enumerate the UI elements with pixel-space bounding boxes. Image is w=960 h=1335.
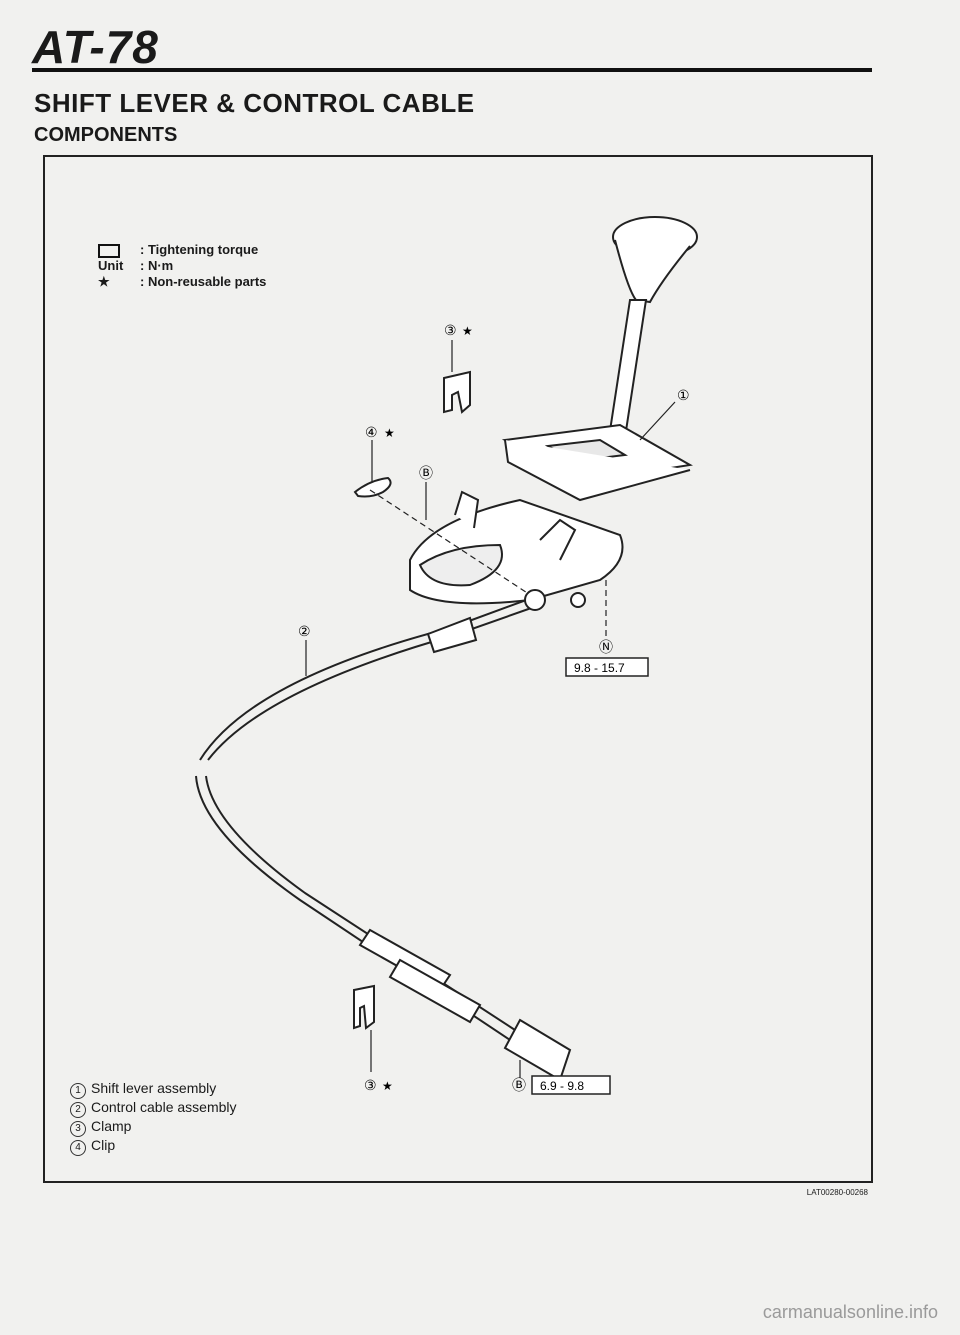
callout-3-lower: ③ (364, 1077, 377, 1093)
legend: : Tightening torque Unit : N·m ★ : Non-reu… (98, 242, 266, 290)
gate-cover (501, 423, 693, 502)
callout-n: Ⓝ (599, 639, 613, 655)
clip (353, 476, 392, 498)
star-3-upper: ★ (462, 324, 473, 338)
legend-unit-key: Unit (98, 258, 124, 273)
clamp-lower (353, 984, 375, 1030)
watermark: carmanualsonline.info (762, 1302, 938, 1322)
clamp-upper (443, 370, 471, 414)
callout-2: ② (298, 623, 311, 639)
star-4: ★ (384, 426, 395, 440)
legend-unit: : N·m (140, 258, 174, 273)
callout-b-lower: Ⓑ (512, 1077, 526, 1093)
figure-ref-code: LAT00280-00268 (806, 1188, 868, 1197)
section-subtitle: COMPONENTS (34, 124, 178, 146)
torque-lower: 6.9 - 9.8 (540, 1079, 584, 1093)
section-title: SHIFT LEVER & CONTROL CABLE (34, 88, 475, 118)
callout-4: ④ (365, 424, 378, 440)
torque-box-upper (565, 657, 649, 677)
torque-box-icon (98, 243, 120, 258)
callout-3-upper: ③ (444, 322, 457, 338)
header-rule (32, 68, 872, 72)
control-cable (195, 589, 572, 1082)
diagram-frame (43, 155, 873, 1183)
star-3-lower: ★ (382, 1079, 393, 1093)
legend-star-key: ★ (98, 274, 110, 289)
leader-lines (305, 340, 676, 1078)
legend-torque: : Tightening torque (140, 242, 259, 257)
lever-bracket (409, 490, 624, 608)
torque-upper: 9.8 - 15.7 (574, 661, 625, 675)
legend-star: : Non-reusable parts (140, 274, 267, 289)
shift-knob (612, 216, 698, 304)
callout-b-upper: Ⓑ (419, 465, 433, 481)
callout-1: ① (677, 387, 690, 403)
page-number: AT-78 (32, 21, 159, 73)
torque-box-lower (531, 1075, 611, 1095)
